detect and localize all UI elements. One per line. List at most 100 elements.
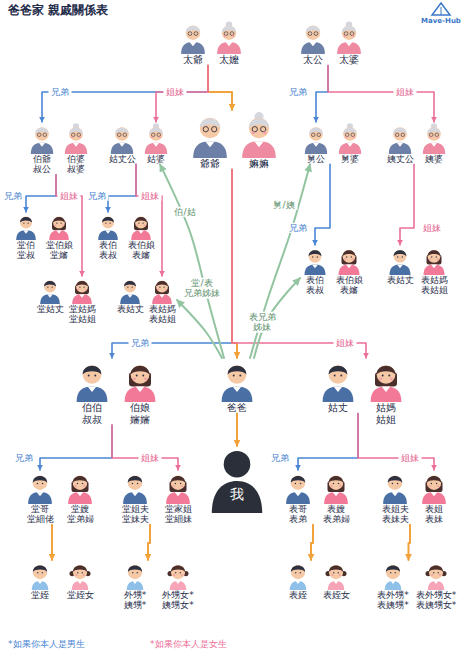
person-figure	[319, 470, 353, 504]
collar	[397, 143, 403, 147]
collar	[127, 294, 133, 298]
person-figure	[140, 122, 172, 154]
collar	[78, 581, 83, 584]
eye	[136, 375, 138, 377]
person-figure	[127, 212, 155, 240]
hair	[186, 26, 200, 33]
family-line	[409, 525, 411, 560]
person-figure	[25, 560, 55, 590]
eye	[300, 572, 301, 573]
collar	[37, 492, 44, 496]
relation-label: 堂/表 兄弟姊妹	[182, 278, 223, 299]
family-line	[51, 525, 53, 560]
collar	[334, 387, 343, 393]
cheek	[144, 377, 147, 380]
cheek	[352, 35, 354, 37]
person-box: 爺爺	[186, 110, 234, 170]
self-box: 我	[209, 446, 265, 513]
cheek	[439, 574, 441, 576]
person-figure	[364, 358, 408, 402]
hair	[128, 566, 142, 572]
head	[73, 565, 87, 579]
collar	[88, 387, 97, 393]
hair	[427, 476, 441, 483]
person-figure	[94, 212, 122, 240]
body	[301, 42, 325, 54]
person-box: 表哥 表弟	[281, 470, 315, 525]
head	[128, 476, 142, 490]
glasses	[401, 133, 405, 137]
person-name: 嫲嫲	[248, 158, 271, 170]
person-figure	[215, 358, 259, 402]
hair	[309, 250, 322, 256]
head	[291, 476, 305, 490]
family-line	[208, 66, 232, 111]
body	[120, 294, 140, 304]
body	[324, 492, 348, 504]
eye	[23, 223, 24, 224]
head	[171, 476, 185, 490]
person-figure	[384, 122, 416, 154]
hair	[102, 217, 114, 223]
cheek	[437, 258, 439, 260]
cheek	[352, 258, 354, 260]
person-box: 伯娘 嬸嬸	[118, 358, 162, 425]
eye	[77, 483, 79, 485]
collar	[334, 581, 339, 584]
cheek	[83, 574, 85, 576]
collar	[73, 143, 79, 147]
head	[309, 250, 322, 263]
eye	[51, 287, 52, 288]
person-figure	[176, 20, 210, 54]
collar	[23, 230, 29, 234]
body	[68, 492, 92, 504]
family-line	[40, 425, 112, 470]
body	[390, 265, 411, 276]
hair	[394, 250, 407, 256]
hair	[228, 366, 247, 375]
head	[20, 217, 32, 229]
person-box: 伯伯 叔叔	[70, 358, 114, 425]
person-box: 表伯娘 表嬸	[126, 212, 156, 261]
eye	[395, 572, 396, 573]
person-figure	[235, 110, 283, 158]
eye	[233, 375, 235, 377]
cheek	[331, 574, 333, 576]
head	[393, 127, 407, 141]
head	[156, 281, 168, 293]
eye	[333, 572, 334, 573]
person-figure	[70, 358, 114, 402]
head	[171, 565, 185, 579]
person-box: 舅公	[300, 122, 332, 164]
collar	[176, 581, 181, 584]
person-figure	[321, 560, 351, 590]
eye	[132, 483, 134, 485]
body	[31, 143, 53, 154]
collar	[56, 230, 62, 234]
head	[228, 365, 247, 384]
person-box: 表姑丈	[385, 245, 415, 285]
person-name: 表姑媽 表姑姐	[147, 304, 177, 325]
head	[69, 127, 83, 141]
body	[371, 387, 402, 402]
body	[323, 387, 354, 402]
body	[339, 265, 360, 276]
eye	[42, 483, 44, 485]
hair	[33, 476, 47, 483]
body	[305, 143, 327, 154]
collar	[333, 492, 340, 496]
cheek	[79, 136, 81, 138]
body	[111, 143, 133, 154]
body	[389, 143, 411, 154]
cheek	[224, 35, 226, 37]
body	[193, 141, 227, 158]
collar	[296, 581, 301, 584]
person-box: 表姑媽 表姑姐	[419, 245, 449, 296]
collar	[392, 492, 399, 496]
hair	[342, 26, 356, 33]
eye	[317, 256, 318, 257]
cheek	[55, 224, 57, 226]
family-line	[311, 525, 313, 560]
eye	[37, 572, 38, 573]
